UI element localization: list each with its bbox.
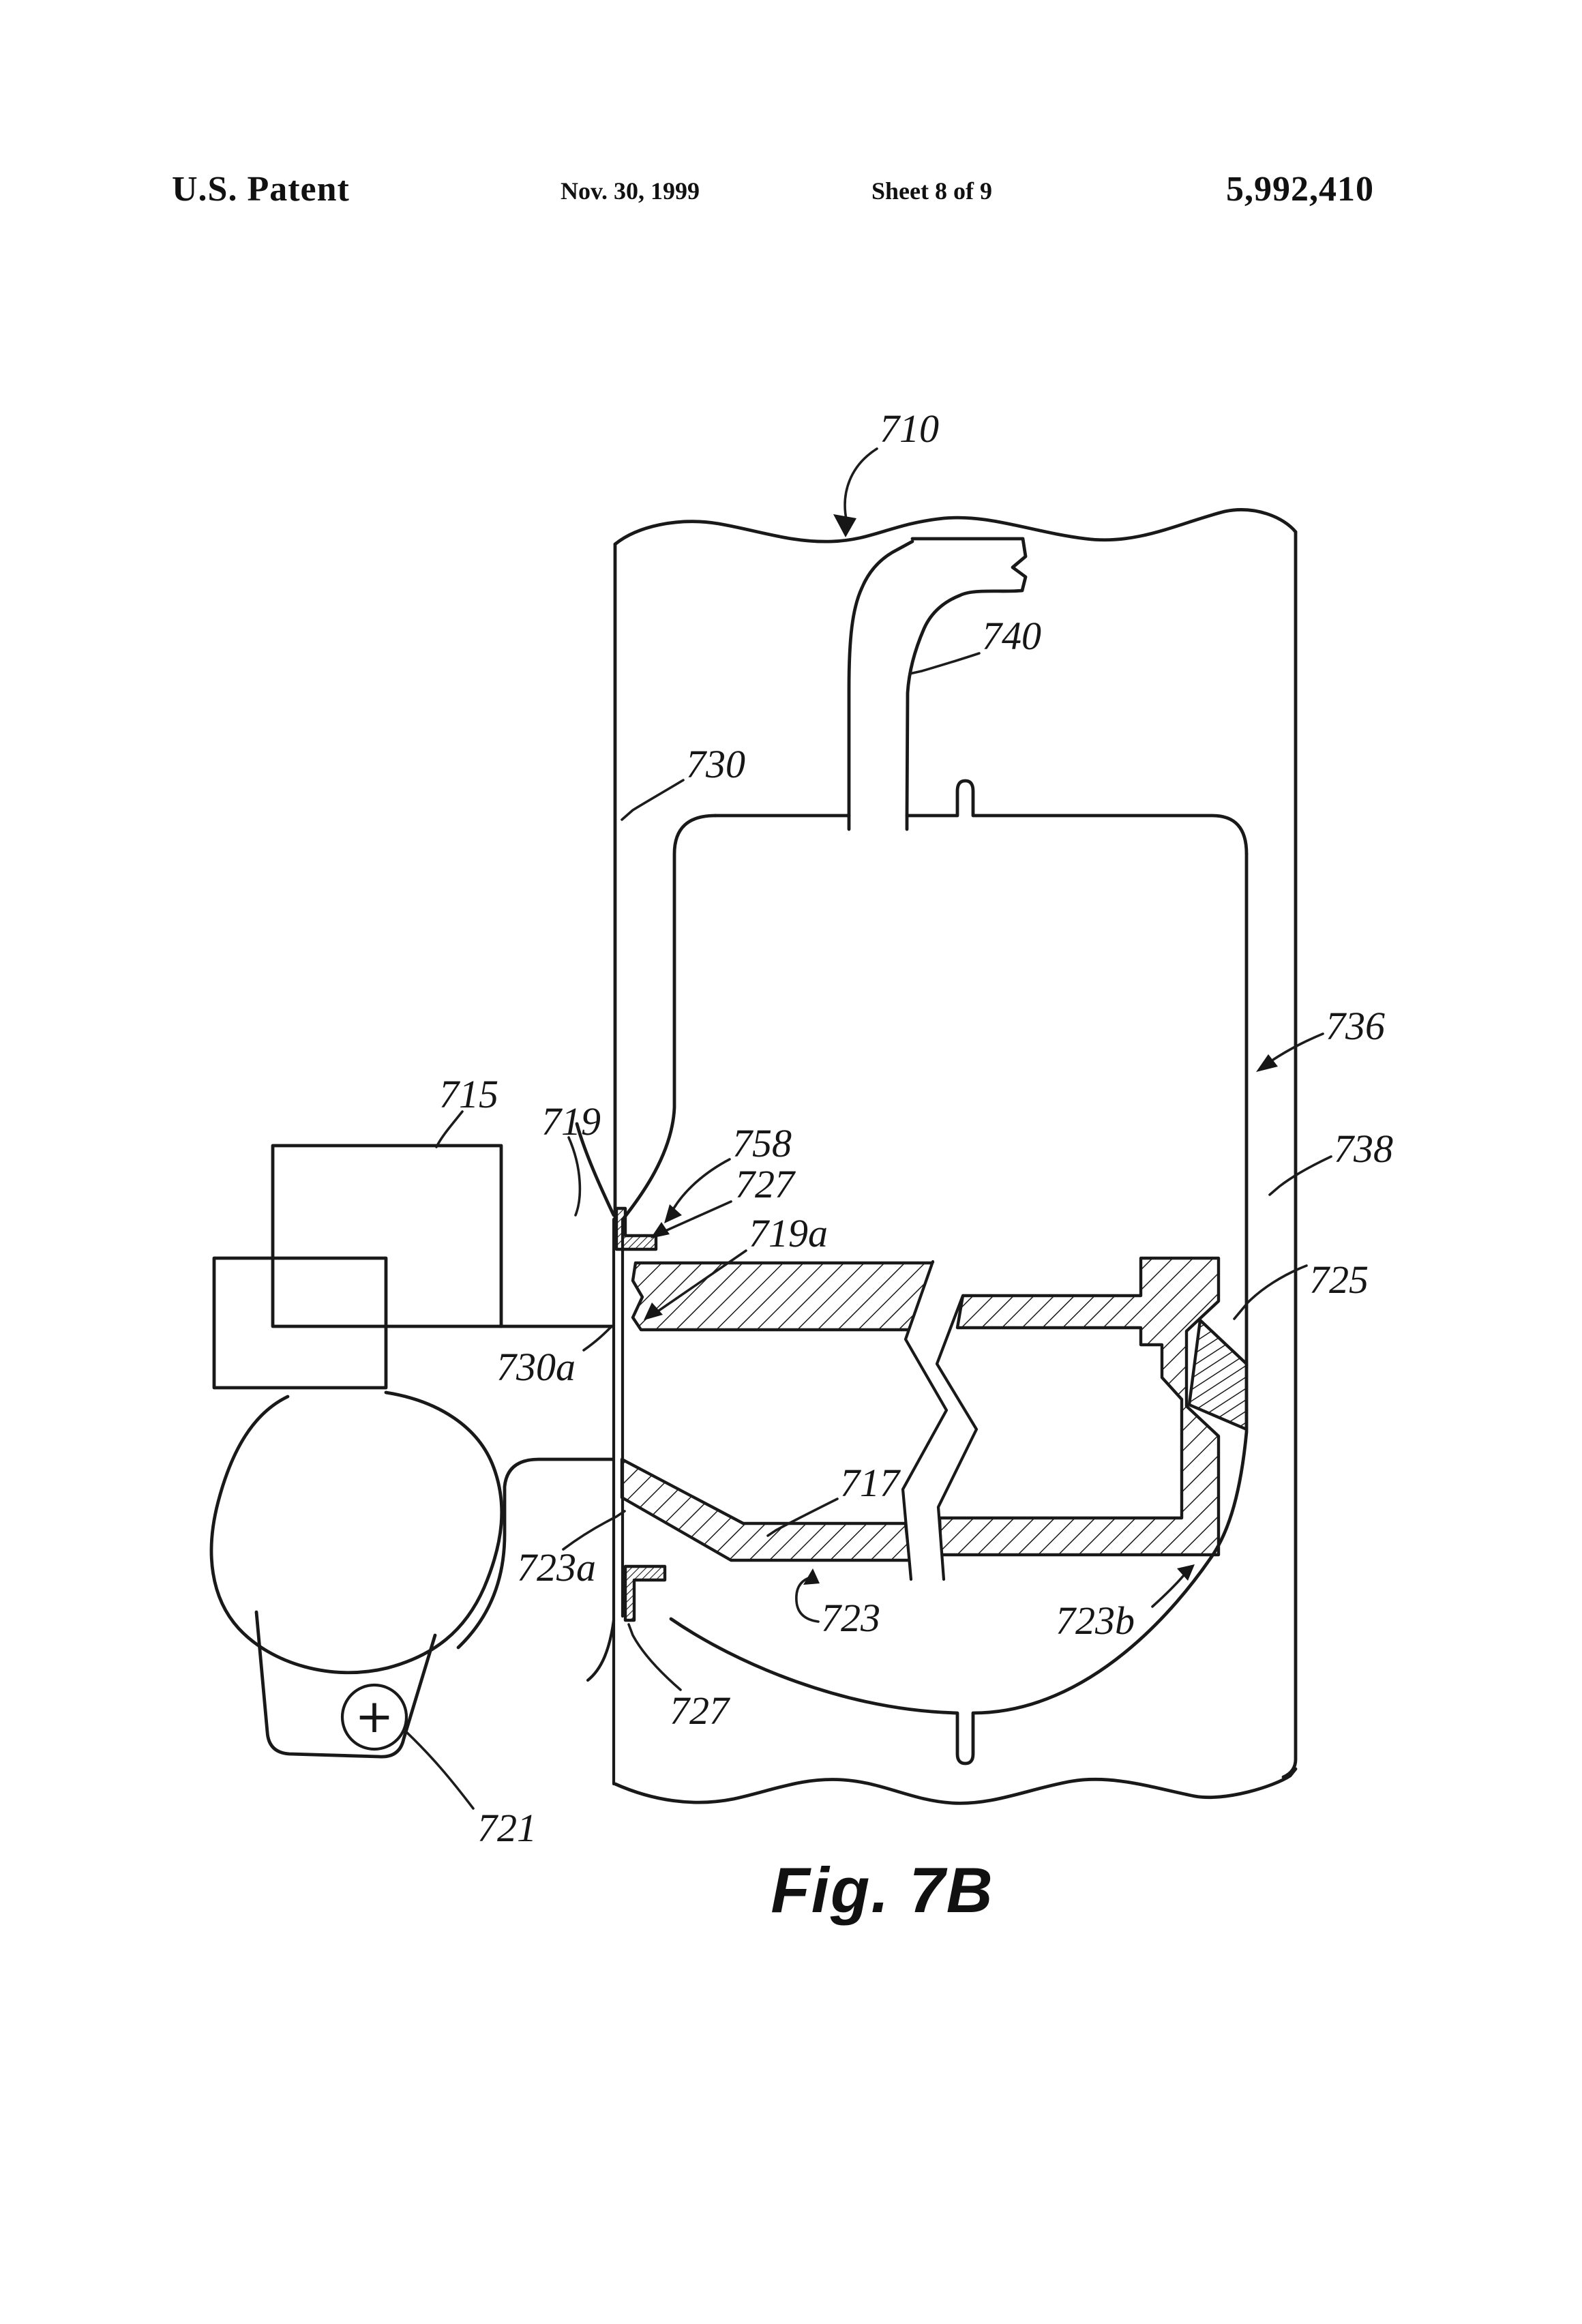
leader-730a xyxy=(582,1326,612,1352)
leader-723a xyxy=(562,1510,626,1551)
container-top-break-line xyxy=(613,508,1298,546)
container-bottom-break-line xyxy=(613,1767,1298,1805)
ref-label-719: 719 xyxy=(541,1099,601,1144)
section-break-line-right xyxy=(935,1294,979,1581)
ref-label-717: 717 xyxy=(840,1461,901,1505)
arrowhead-719a xyxy=(644,1302,663,1320)
leader-719a xyxy=(657,1249,747,1312)
leader-727-top xyxy=(666,1200,732,1232)
ref-label-723a: 723a xyxy=(517,1545,596,1590)
page-header: U.S. Patent Nov. 30, 1999 Sheet 8 of 9 5… xyxy=(172,170,1374,209)
leader-727-bottom xyxy=(627,1623,682,1691)
leader-740 xyxy=(908,652,981,675)
leader-725 xyxy=(1233,1264,1308,1320)
leader-715 xyxy=(435,1110,464,1148)
patent-number: 5,992,410 xyxy=(1226,170,1374,209)
patent-title: U.S. Patent xyxy=(172,170,350,209)
reservoir-right-section-723b xyxy=(938,1256,1221,1557)
wall-aperture-bottom-shoulder xyxy=(456,1457,614,1650)
vessel-funnel-outer-curve xyxy=(575,1122,616,1217)
ref-label-730: 730 xyxy=(686,742,745,786)
reference-labels: 710 730 740 715 719 758 727 719a 730a 73… xyxy=(439,406,1393,1850)
vessel-top-left-segment xyxy=(713,814,851,831)
ref-label-738: 738 xyxy=(1334,1127,1393,1171)
outer-container-outline xyxy=(456,508,1298,1805)
pump-volute-body xyxy=(209,1390,504,1675)
pump-housing-lower-block xyxy=(212,1256,388,1390)
arrowhead-758 xyxy=(664,1204,682,1223)
ref-label-740: 740 xyxy=(982,614,1041,658)
ref-label-721: 721 xyxy=(477,1806,537,1850)
ref-label-727-bottom: 727 xyxy=(670,1688,730,1733)
arrowhead-723b xyxy=(1177,1564,1195,1581)
ref-label-719a: 719a xyxy=(749,1211,828,1255)
tube-lower-flare xyxy=(586,1618,616,1682)
ref-label-723b: 723b xyxy=(1056,1598,1135,1643)
arrowhead-710 xyxy=(833,514,856,537)
ref-label-710: 710 xyxy=(880,406,939,451)
leader-736 xyxy=(1270,1032,1324,1062)
crimp-bracket-727-bottom xyxy=(623,1564,667,1622)
plus-terminal-icon: + xyxy=(355,1690,394,1744)
leader-723 xyxy=(795,1577,820,1623)
fill-tube-740 xyxy=(847,537,1028,818)
leader-758 xyxy=(672,1158,731,1210)
leader-717 xyxy=(766,1498,839,1537)
figure-caption: Fig. 7B xyxy=(771,1854,994,1926)
container-right-wall xyxy=(1281,530,1298,1779)
leader-730 xyxy=(621,779,685,821)
leader-lines xyxy=(404,447,1332,1810)
arrowhead-727-top xyxy=(651,1222,670,1238)
section-break-mask xyxy=(903,1262,976,1579)
ref-label-723: 723 xyxy=(821,1596,880,1640)
seal-725-section xyxy=(1187,1318,1249,1431)
ref-label-730a: 730a xyxy=(496,1345,576,1389)
ref-label-758: 758 xyxy=(732,1121,792,1165)
section-break-line-left xyxy=(901,1260,949,1581)
arrowhead-736 xyxy=(1256,1054,1278,1072)
leader-710 xyxy=(844,447,878,524)
pump-assembly: + xyxy=(209,1144,504,1759)
vessel-top-right-segment-with-nipple xyxy=(905,779,1249,856)
reservoir-cross-sections xyxy=(614,1206,1249,1622)
patent-date: Nov. 30, 1999 xyxy=(561,177,700,205)
pump-terminal-circle xyxy=(340,1683,408,1751)
ref-label-727-top: 727 xyxy=(735,1162,796,1206)
crimp-bracket-727-top xyxy=(614,1206,658,1251)
leader-719 xyxy=(567,1136,582,1217)
arrowhead-723 xyxy=(803,1568,820,1585)
leader-738 xyxy=(1268,1155,1332,1196)
sheet-number: Sheet 8 of 9 xyxy=(871,177,992,205)
ref-label-715: 715 xyxy=(439,1072,498,1116)
ref-label-736: 736 xyxy=(1326,1004,1385,1048)
pump-base-bracket xyxy=(254,1610,437,1759)
leader-723b xyxy=(1151,1574,1185,1608)
vessel-left-wall-and-funnel xyxy=(622,814,717,1220)
leader-721 xyxy=(404,1729,475,1810)
ref-label-725: 725 xyxy=(1309,1257,1369,1302)
